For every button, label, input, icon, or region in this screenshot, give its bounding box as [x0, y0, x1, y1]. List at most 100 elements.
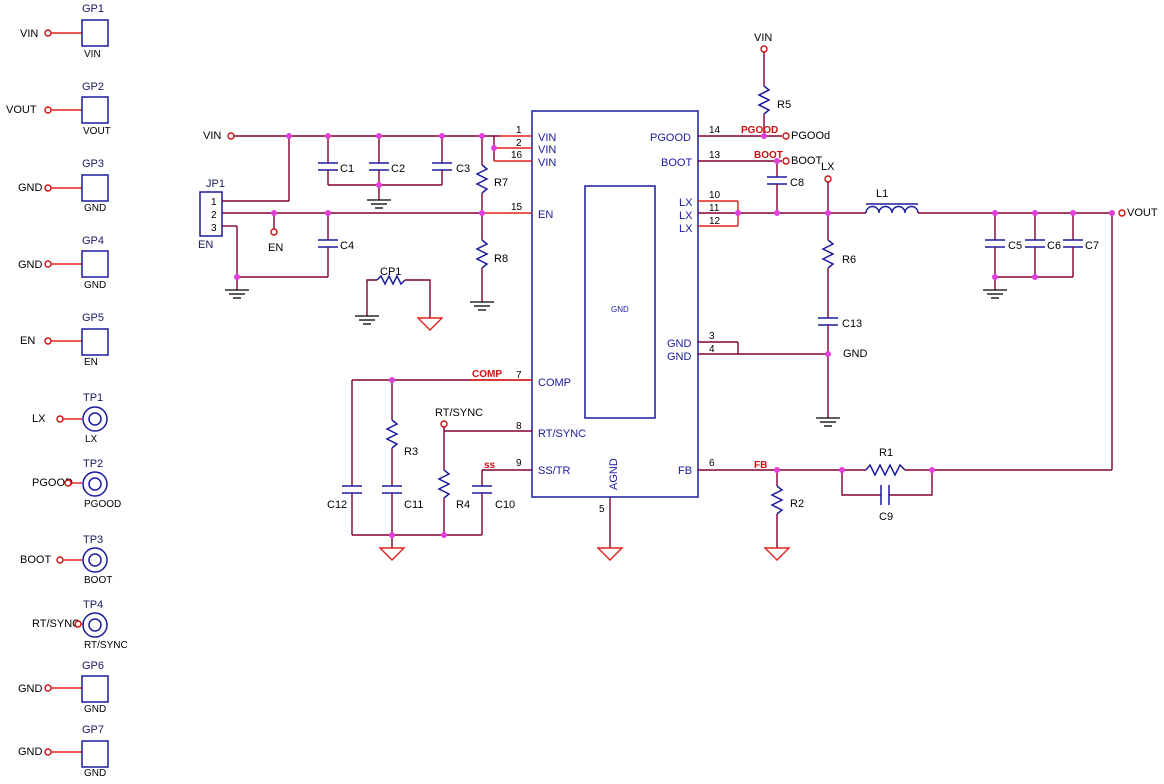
analog-ground-icon — [378, 547, 406, 561]
part-ref: L1 — [876, 188, 888, 200]
test-point-pin: GND — [84, 768, 106, 779]
connector-terminal-icon — [74, 620, 82, 628]
test-point-tp1[interactable]: LX TP1 LX — [32, 392, 108, 445]
connector-terminal-icon[interactable] — [760, 45, 768, 53]
test-point-gp1[interactable]: VIN GP1 VIN — [20, 3, 109, 60]
test-point-pin: LX — [85, 434, 98, 445]
connector-terminal-icon[interactable] — [227, 132, 235, 140]
test-point-ref: TP4 — [83, 599, 103, 611]
test-point-net-label: VOUT — [6, 104, 37, 116]
ic-pin-number: 10 — [709, 190, 721, 201]
connector-terminal-icon — [56, 556, 64, 564]
test-point-pin: VIN — [84, 49, 101, 60]
part-ref: C2 — [391, 163, 405, 175]
test-point-ref: TP2 — [83, 458, 103, 470]
part-ref: R6 — [842, 254, 856, 266]
test-point-ref: GP6 — [82, 660, 104, 672]
test-point-net-label: LX — [32, 413, 46, 425]
inductor-l1[interactable]: L1 — [865, 188, 919, 214]
connector-terminal-icon[interactable] — [824, 175, 832, 183]
test-point-net-label: GND — [18, 683, 43, 695]
ic-pin-number: 12 — [709, 216, 721, 227]
test-point-net-label: GND — [18, 259, 43, 271]
test-point-ref: TP3 — [83, 534, 103, 546]
jumper-pin: 2 — [211, 210, 217, 221]
part-ref: C10 — [495, 499, 515, 511]
ground-icon — [983, 289, 1007, 299]
ss-net-label: ss — [484, 460, 496, 471]
test-point-net-label: PGOOD — [32, 477, 73, 489]
connector-terminal-icon[interactable] — [782, 157, 790, 165]
ic-pin-number: 11 — [709, 203, 720, 214]
part-ref: R1 — [879, 447, 893, 459]
input-section: VIN C1 C2 C3 R7 — [198, 130, 532, 331]
test-point-tp4[interactable]: RT/SYNC TP4 RT/SYNC — [32, 599, 128, 651]
boot-output-label: BOOT — [791, 155, 822, 167]
test-point-net-label: RT/SYNC — [32, 618, 80, 630]
connector-terminal-icon — [44, 184, 52, 192]
part-ref: C7 — [1085, 240, 1099, 252]
test-point-tp2[interactable]: PGOOD TP2 PGOOD — [32, 458, 121, 510]
pgood-boot-section: VIN R5 PGOOD PGOOd BOOT BOOT C8 — [698, 32, 830, 213]
ground-icon — [355, 315, 379, 325]
ic-pin-name: VIN — [538, 144, 556, 156]
ic-pin-name: BOOT — [661, 157, 692, 169]
part-cp1[interactable]: CP1 — [355, 266, 444, 331]
test-point-gp6[interactable]: GND GP6 GND — [18, 660, 109, 715]
connector-terminal-icon[interactable] — [1118, 209, 1126, 217]
ic-pin-name: FB — [678, 465, 692, 477]
part-ref: C3 — [456, 163, 470, 175]
part-ref: C5 — [1008, 240, 1022, 252]
fb-net-label: FB — [754, 460, 767, 471]
connector-terminal-icon[interactable] — [270, 228, 278, 236]
test-point-pin: BOOT — [84, 575, 112, 586]
en-net-label: EN — [268, 242, 283, 254]
lx-net-label: LX — [821, 161, 835, 173]
ic-pin-number: 16 — [511, 150, 523, 161]
test-point-gp2[interactable]: VOUT GP2 VOUT — [6, 81, 111, 137]
test-point-gp5[interactable]: EN GP5 EN — [20, 312, 109, 368]
ic-pin-name: AGND — [608, 458, 620, 490]
test-point-pin: PGOOD — [84, 499, 121, 510]
test-point-gp4[interactable]: GND GP4 GND — [18, 235, 109, 291]
ic-pin-number: 4 — [709, 344, 715, 355]
ic-pin-number: 3 — [709, 331, 715, 342]
test-point-ref: GP1 — [82, 3, 104, 15]
part-ref: C11 — [404, 499, 423, 511]
output-section: LX L1 VOUT R6 C13 GND — [698, 161, 1158, 561]
vout-net-label: VOUT — [1127, 207, 1158, 219]
ic-pin-number: 2 — [516, 138, 522, 149]
connector-terminal-icon[interactable] — [440, 420, 448, 428]
connector-terminal-icon — [44, 337, 52, 345]
part-ref: R8 — [494, 253, 508, 265]
rtsync-net-label: RT/SYNC — [435, 407, 483, 419]
test-point-net-label: BOOT — [20, 554, 51, 566]
ic-pin-number: 5 — [599, 504, 605, 515]
test-point-ref: GP5 — [82, 312, 104, 324]
test-point-pin: GND — [84, 704, 106, 715]
connector-terminal-icon — [56, 415, 64, 423]
test-point-gp3[interactable]: GND GP3 GND — [18, 158, 109, 214]
jumper-pin: 3 — [211, 223, 217, 234]
connector-terminal-icon — [44, 29, 52, 37]
test-point-gp7[interactable]: GND GP7 GND — [18, 724, 109, 779]
thermal-pad-label: GND — [611, 305, 629, 314]
ic-pin-number: 14 — [709, 125, 721, 136]
test-point-net-label: GND — [18, 746, 43, 758]
test-point-pin: GND — [84, 280, 106, 291]
part-ref: C12 — [327, 499, 347, 511]
test-point-ref: TP1 — [83, 392, 103, 404]
test-point-tp3[interactable]: BOOT TP3 BOOT — [20, 534, 112, 586]
connector-terminal-icon[interactable] — [782, 132, 790, 140]
regulator-ic[interactable]: GND VIN VIN VIN EN COMP RT/SYNC SS/TR 1 … — [511, 110, 721, 515]
test-point-pin: GND — [84, 203, 106, 214]
ic-pin-number: 13 — [709, 150, 721, 161]
jumper-jp1[interactable]: JP1 1 2 3 EN — [198, 178, 225, 251]
ground-icon — [225, 289, 249, 299]
jumper-ref: JP1 — [206, 178, 225, 190]
junction-dots — [234, 133, 1115, 538]
jumper-label: EN — [198, 239, 213, 251]
connector-terminal-icon — [44, 106, 52, 114]
comp-net-label: COMP — [472, 369, 502, 380]
